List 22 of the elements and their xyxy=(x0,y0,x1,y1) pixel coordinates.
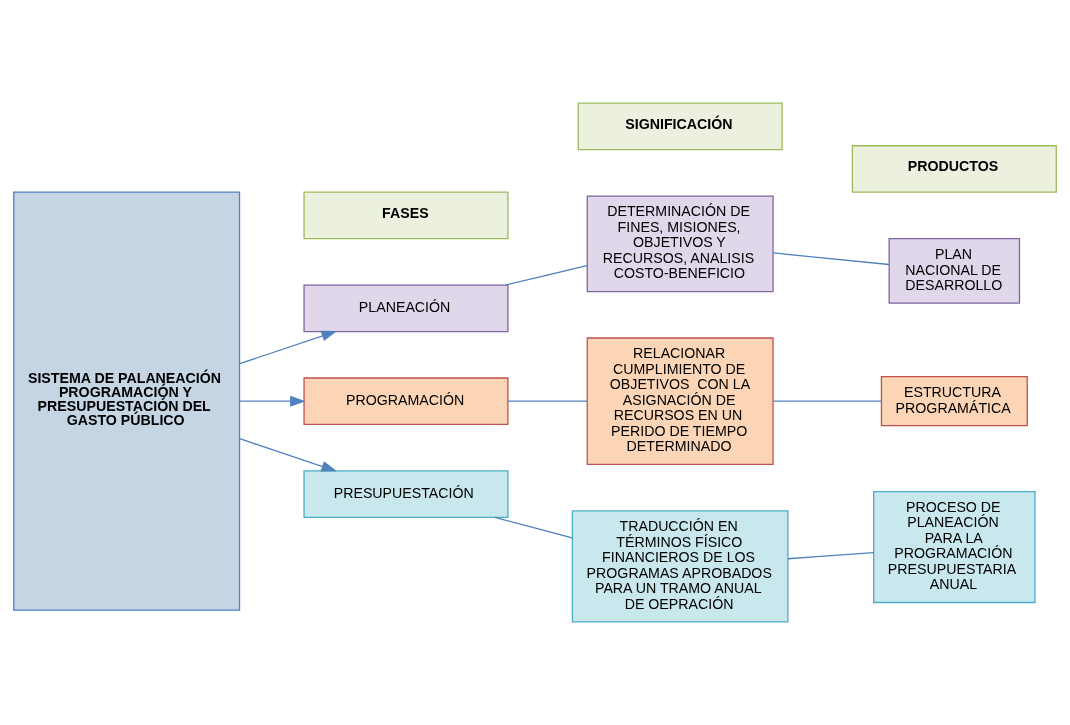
connector xyxy=(772,400,882,402)
node-box: RELACIONAR CUMPLIMIENTO DE OBJETIVOS CON LA ASIGNACIÓN DE RECURSOS EN UN PERIDO DE TIEMPO DETERMINADO xyxy=(586,337,774,466)
node-box: ESTRUCTURA PROGRAMÁTICA xyxy=(880,376,1028,427)
node-box: FASES xyxy=(303,191,509,240)
connector xyxy=(494,516,573,539)
arrow xyxy=(239,395,306,407)
node-box: TRADUCCIÓN EN TÉRMINOS FÍSICO FINANCIEROS DE LOS PROGRAMAS APROBADOS PARA UN TRAMO ANUAL DE OEPRACIÓN xyxy=(571,510,789,623)
node-box: PLANEACIÓN xyxy=(303,284,509,333)
arrow xyxy=(239,438,337,472)
connector xyxy=(507,400,588,402)
node-box: SISTEMA DE PALANEACIÓN PROGRAMACIÓN Y PRESUPUESTACIÓN DEL GASTO PÚBLICO xyxy=(13,191,241,611)
arrow xyxy=(239,330,337,365)
connector xyxy=(504,265,588,286)
node-box: PROCESO DE PLANEACIÓN PARA LA PROGRAMACIÓN PRESUPUESTARIA ANUAL xyxy=(873,490,1036,604)
node-box: SIGNIFICACIÓN xyxy=(577,102,783,151)
node-box: PLAN NACIONAL DE DESARROLLO xyxy=(888,238,1021,304)
connector xyxy=(772,252,890,266)
node-box: PRODUCTOS xyxy=(851,145,1057,193)
node-box: PRESUPUESTACIÓN xyxy=(303,470,509,518)
node-box: DETERMINACIÓN DE FINES, MISIONES, OBJETIVOS Y RECURSOS, ANALISIS COSTO-BENEFICIO xyxy=(586,195,774,293)
node-box: PROGRAMACIÓN xyxy=(303,377,509,426)
connector xyxy=(787,552,875,560)
